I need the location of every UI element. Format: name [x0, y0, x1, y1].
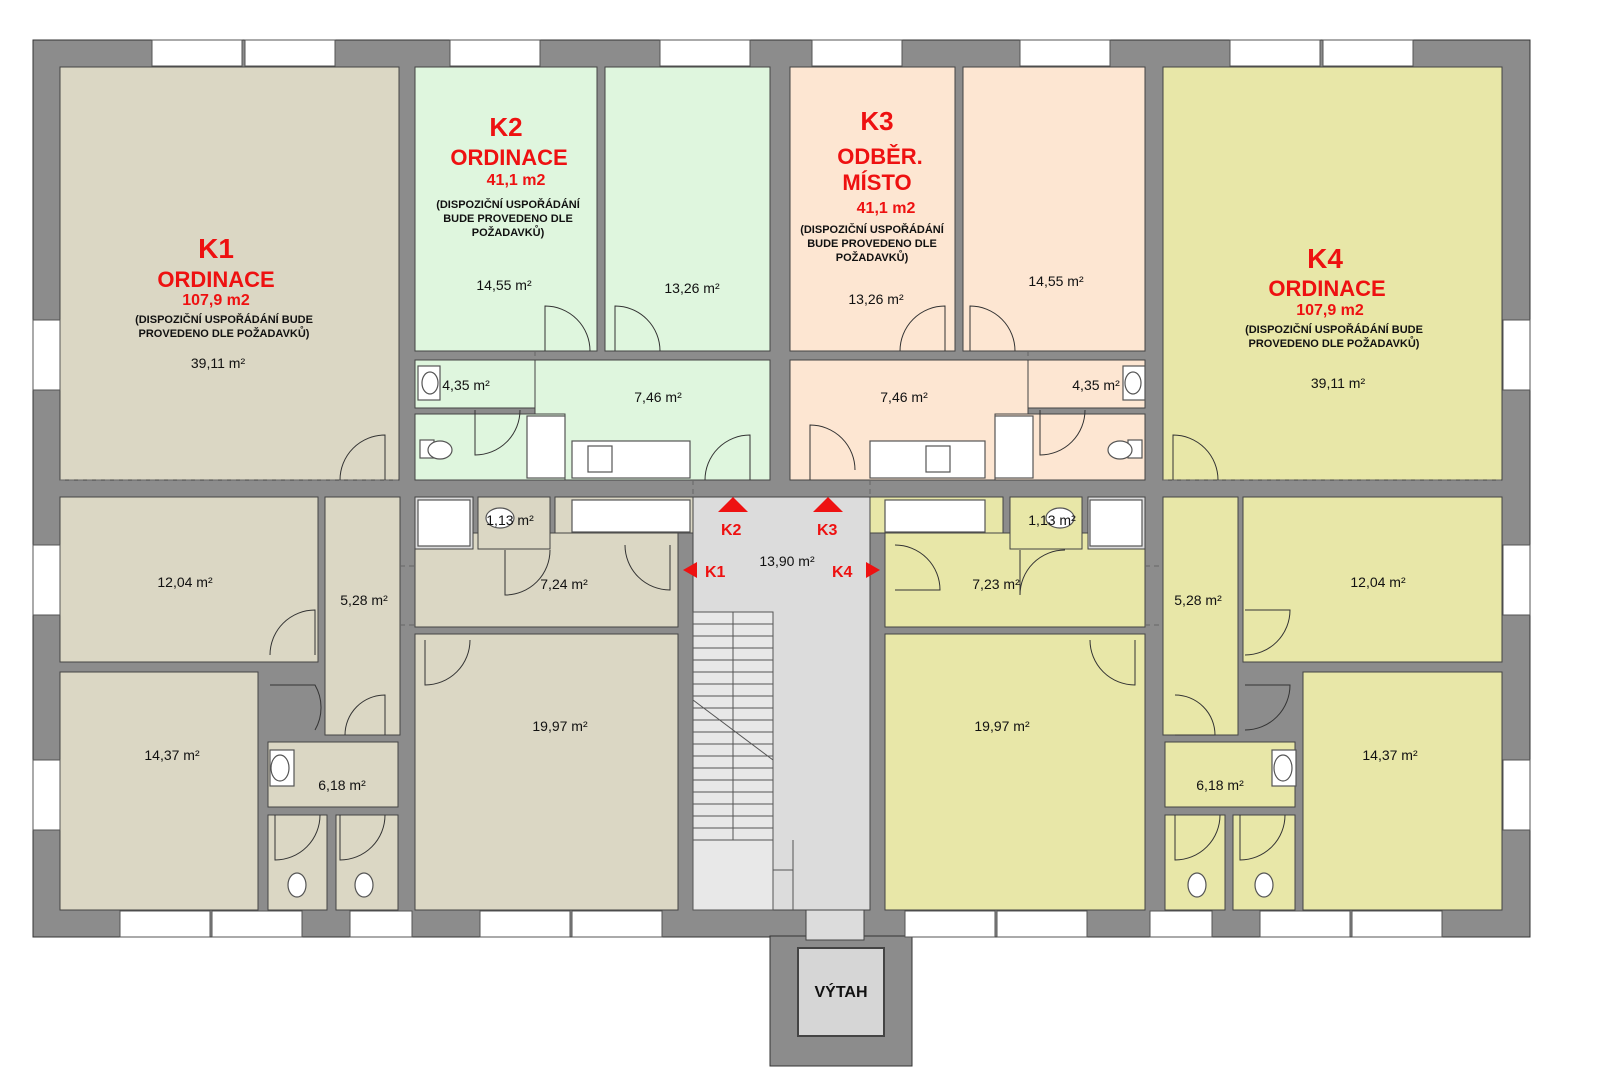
room-area-label: 7,23 m² [972, 576, 1020, 592]
room-area-label: 19,97 m² [974, 718, 1030, 734]
unit-k1-rooms [59, 66, 694, 911]
room-area-label: 13,26 m² [664, 280, 720, 296]
entrance-label-k2: K2 [721, 522, 742, 539]
unit-note: POŽADAVKŮ) [836, 250, 909, 264]
arrow-k1 [683, 562, 697, 578]
unit-label-k1: K1 ORDINACE 107,9 m2 (DISPOZIČNÍ USPOŘÁD… [135, 233, 313, 340]
room-area-label: 4,35 m² [442, 377, 490, 393]
room-area-label: 7,46 m² [880, 389, 928, 405]
room-area-label: 1,13 m² [486, 512, 534, 528]
room-area-label: 5,28 m² [340, 592, 388, 608]
room-area-label: 12,04 m² [157, 574, 213, 590]
arrow-k3 [813, 497, 843, 512]
unit-label-k3: K3 ODBĚR. MÍSTO 41,1 m2 (DISPOZIČNÍ USPO… [800, 106, 945, 264]
unit-note: BUDE PROVEDENO DLE [443, 213, 573, 225]
openings [60, 351, 1502, 626]
staircase [692, 611, 794, 911]
fixtures [269, 365, 1297, 898]
unit-area: 107,9 m2 [182, 292, 250, 309]
room-area-label: 7,46 m² [634, 389, 682, 405]
arrow-k2 [718, 497, 748, 512]
room-area-label: 1,13 m² [1028, 512, 1076, 528]
entrance-labels: K2 K3 K1 K4 [705, 522, 853, 581]
room-area-label: 4,35 m² [1072, 377, 1120, 393]
entrance-label-k1: K1 [705, 564, 726, 581]
unit-k2-rooms [414, 66, 771, 481]
unit-use: ORDINACE [157, 267, 274, 292]
unit-area: 41,1 m2 [857, 200, 916, 217]
unit-note: (DISPOZIČNÍ USPOŘÁDÁNÍ [436, 198, 581, 211]
room-area-label: 19,97 m² [532, 718, 588, 734]
unit-use: ODBĚR. [837, 144, 923, 169]
windows [32, 39, 1531, 938]
entrance-label-k4: K4 [832, 564, 853, 581]
room-area-label: 39,11 m² [1311, 375, 1366, 391]
unit-use: MÍSTO [842, 170, 911, 195]
room-area-label: 14,37 m² [144, 747, 200, 763]
room-area-label: 14,55 m² [476, 277, 532, 293]
unit-note: PROVEDENO DLE POŽADAVKŮ) [139, 326, 310, 340]
room-area-label: 6,18 m² [1196, 777, 1244, 793]
unit-area: 41,1 m2 [487, 172, 546, 189]
room-areas: 39,11 m² 12,04 m² 14,37 m² 5,28 m² 6,18 … [144, 273, 1418, 793]
entrance-arrows [683, 497, 880, 578]
unit-code: K1 [198, 233, 234, 264]
unit-label-k4: K4 ORDINACE 107,9 m2 (DISPOZIČNÍ USPOŘÁD… [1245, 243, 1423, 350]
doors [269, 305, 1291, 861]
unit-note: (DISPOZIČNÍ USPOŘÁDÁNÍ BUDE [1245, 323, 1423, 336]
unit-use: ORDINACE [450, 145, 567, 170]
elevator-label: VÝTAH [814, 982, 867, 1001]
room-area-label: 5,28 m² [1174, 592, 1222, 608]
unit-area: 107,9 m2 [1296, 302, 1364, 319]
unit-use: ORDINACE [1268, 276, 1385, 301]
room-area-label: 14,55 m² [1028, 273, 1084, 289]
room-area-label: 13,26 m² [848, 291, 904, 307]
entrance-label-k3: K3 [817, 522, 838, 539]
room-area-label: 6,18 m² [318, 777, 366, 793]
unit-note: (DISPOZIČNÍ USPOŘÁDÁNÍ BUDE [135, 313, 313, 326]
arrow-k4 [866, 562, 880, 578]
unit-code: K4 [1307, 243, 1343, 274]
unit-note: POŽADAVKŮ) [472, 225, 545, 239]
unit-note: BUDE PROVEDENO DLE [807, 238, 937, 250]
unit-note: (DISPOZIČNÍ USPOŘÁDÁNÍ [800, 223, 945, 236]
room-area-label: 7,24 m² [540, 576, 588, 592]
unit-code: K3 [860, 106, 893, 136]
room-area-label: 13,90 m² [759, 553, 815, 569]
room-area-label: 39,11 m² [191, 355, 246, 371]
unit-label-k2: K2 ORDINACE 41,1 m2 (DISPOZIČNÍ USPOŘÁDÁ… [436, 112, 581, 239]
unit-note: PROVEDENO DLE POŽADAVKŮ) [1249, 336, 1420, 350]
room-area-label: 12,04 m² [1350, 574, 1406, 590]
room-area-label: 14,37 m² [1362, 747, 1418, 763]
unit-k3-rooms [789, 66, 1146, 481]
unit-code: K2 [489, 112, 522, 142]
